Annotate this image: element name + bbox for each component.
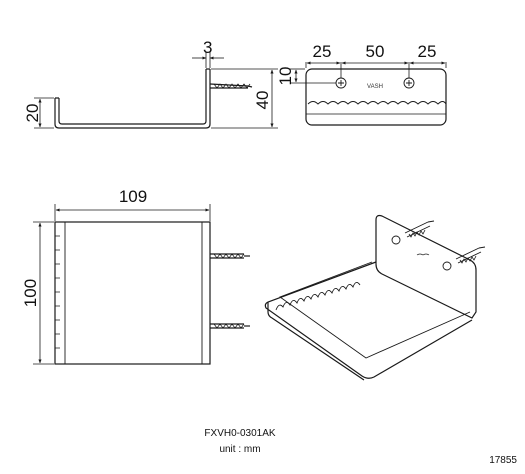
plan-view — [33, 204, 250, 365]
drawing-number: 17855 — [489, 455, 517, 466]
side-view — [34, 52, 278, 129]
dim-front-left: 25 — [313, 42, 332, 61]
iso-wave — [275, 282, 361, 311]
front-wave — [307, 101, 447, 105]
front-logo: VASH — [367, 84, 383, 90]
iso-screw-right-icon — [442, 261, 452, 271]
dim-side-height: 40 — [253, 91, 272, 110]
plan-screw-top — [210, 253, 250, 259]
isometric-view — [264, 214, 486, 381]
dim-side-depth: 20 — [23, 104, 42, 123]
iso-back-plate — [375, 214, 477, 319]
iso-tray — [264, 261, 473, 381]
dim-front-middle: 50 — [366, 42, 385, 61]
model-number: FXVH0-0301AK — [204, 428, 276, 439]
unit-label: unit : mm — [219, 444, 261, 455]
side-screw — [209, 83, 253, 89]
plan-outline — [54, 221, 211, 365]
dim-plan-depth: 100 — [21, 279, 40, 307]
dim-plan-width: 109 — [119, 187, 147, 206]
dim-front-top: 10 — [276, 67, 295, 86]
dim-front-right: 25 — [418, 42, 437, 61]
plan-screw-bottom — [210, 323, 250, 329]
dim-side-thickness: 3 — [203, 38, 212, 57]
side-profile — [54, 68, 211, 129]
front-plate — [305, 68, 447, 126]
front-view — [290, 61, 447, 126]
iso-screw-left-icon — [391, 235, 401, 245]
